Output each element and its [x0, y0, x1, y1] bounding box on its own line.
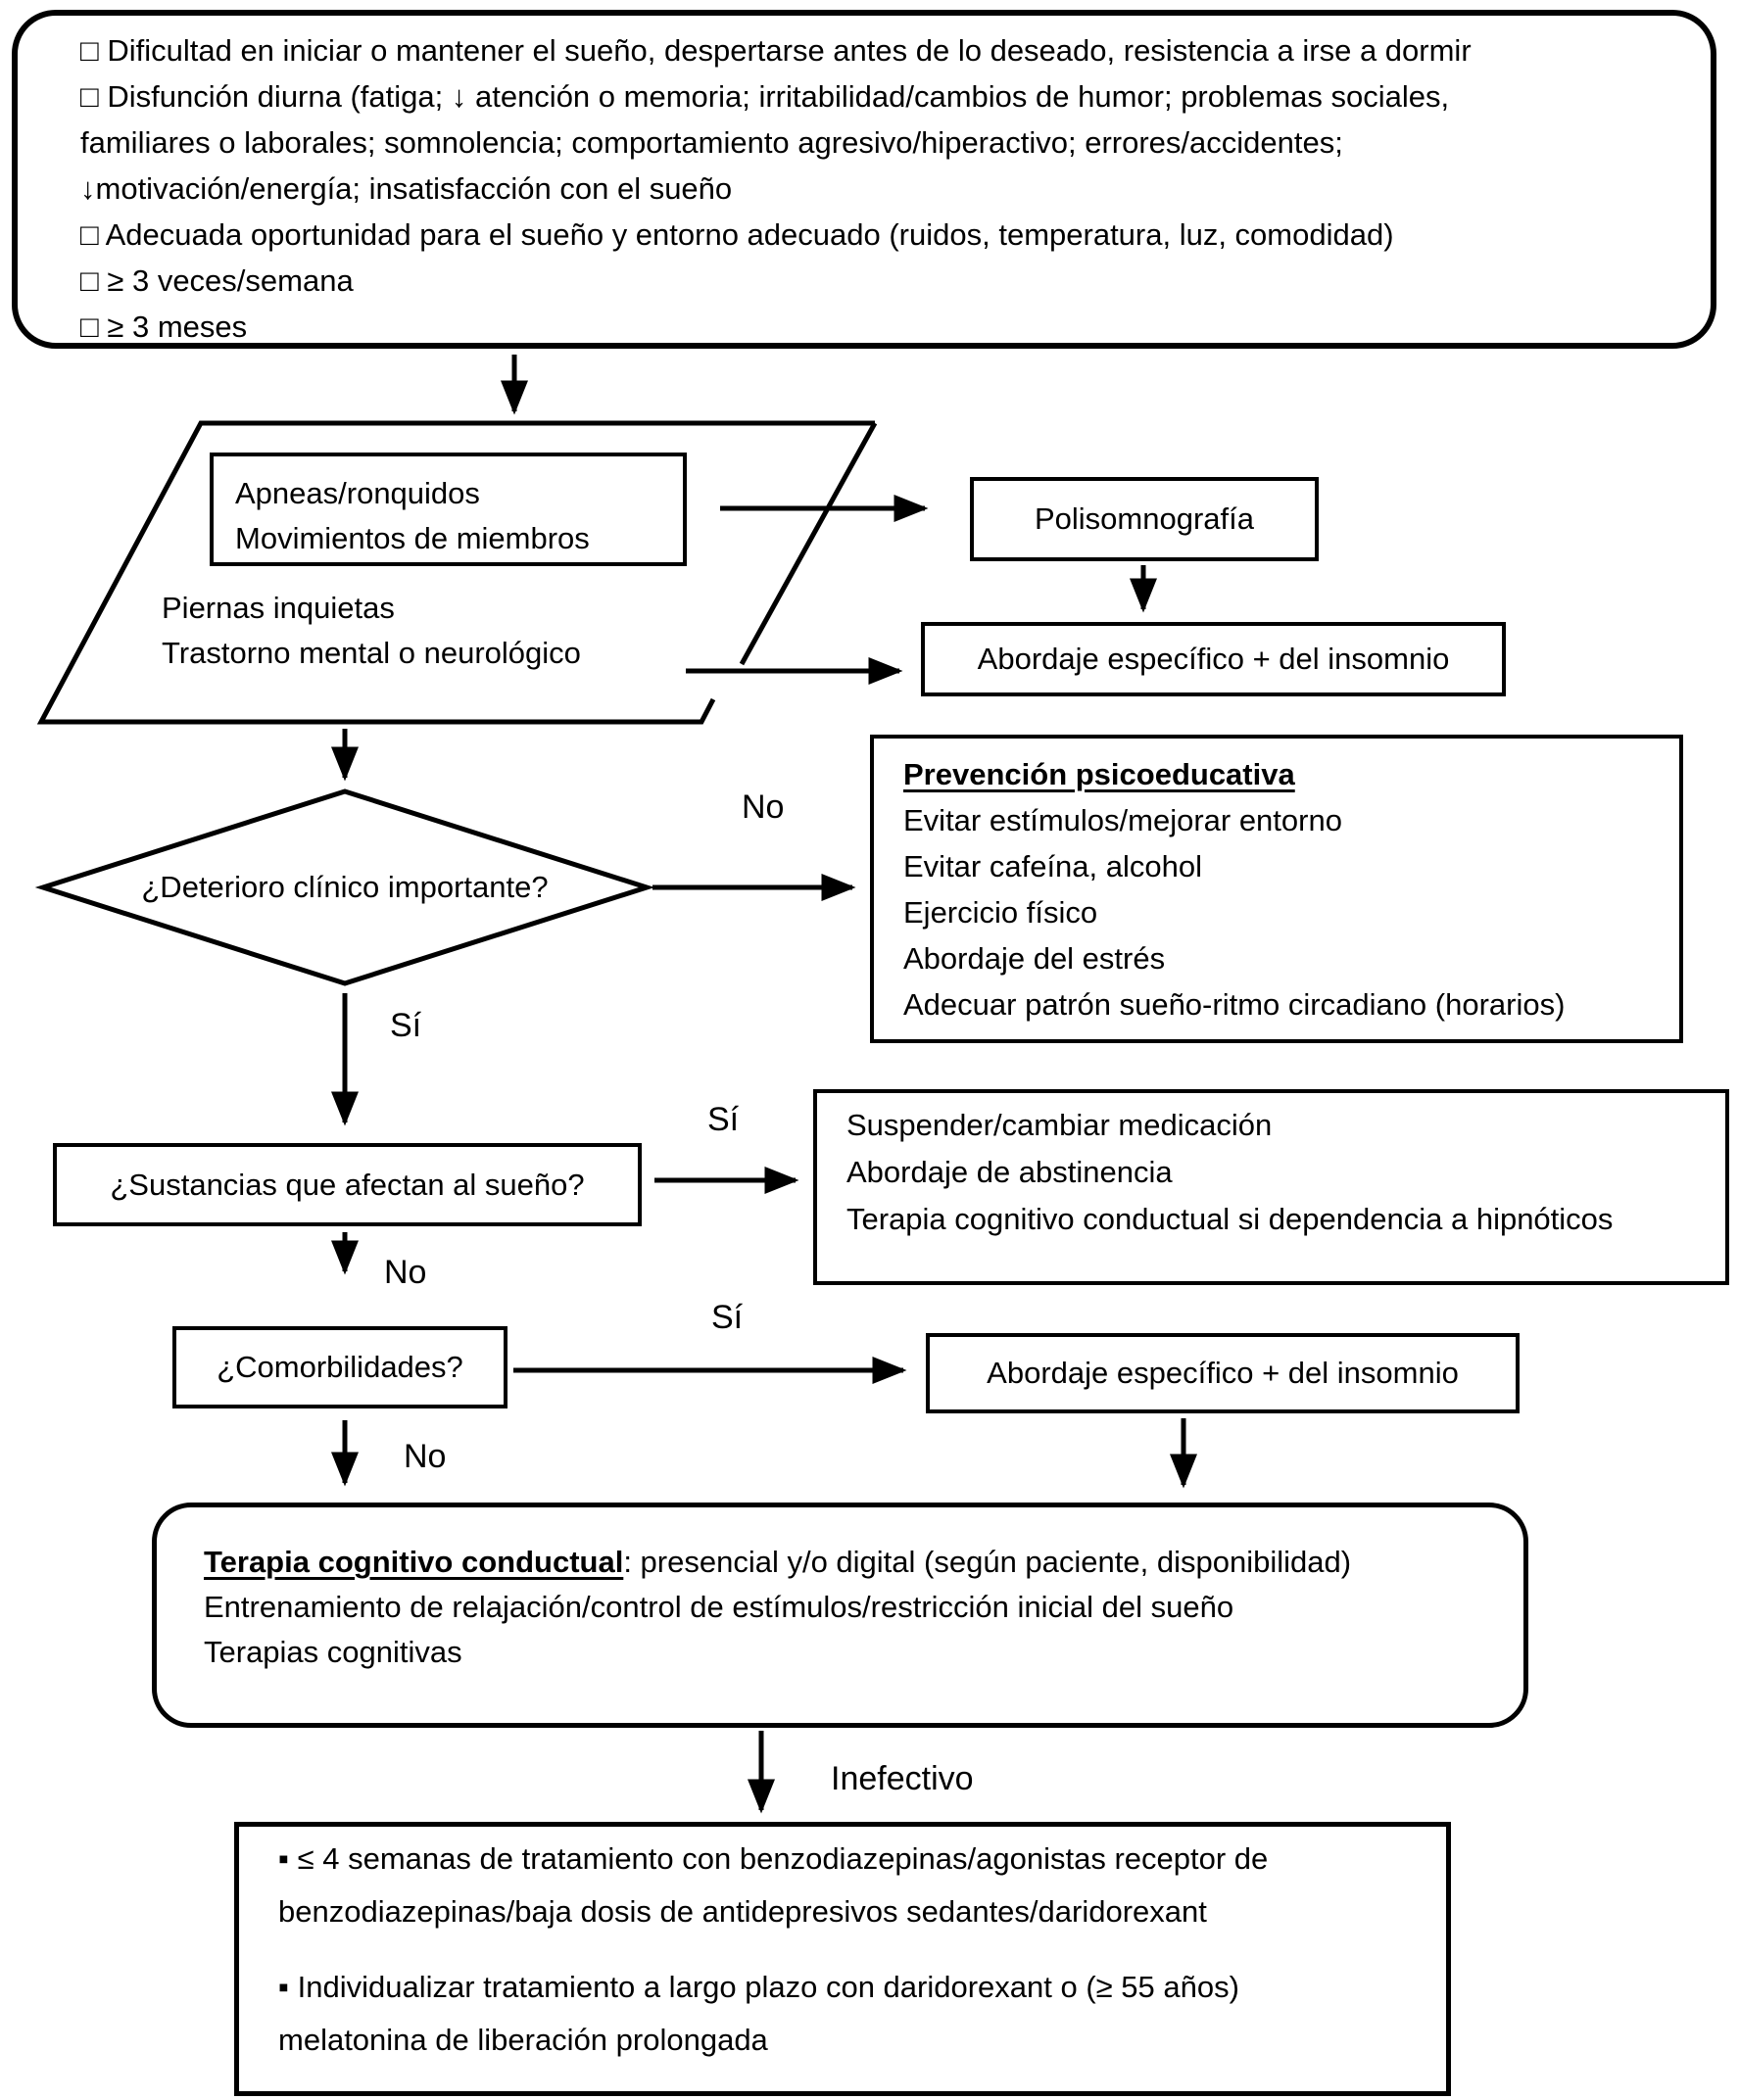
apneas-movements-box: Apneas/ronquidos Movimientos de miembros	[210, 453, 687, 566]
pharma-line: ▪ ≤ 4 semanas de tratamiento con benzodi…	[278, 1841, 1269, 1876]
screening-line: Piernas inquietas	[162, 591, 395, 625]
label-ineffective: Inefectivo	[831, 1760, 974, 1797]
prevention-item: Ejercicio físico	[903, 895, 1098, 930]
label-no-comorbidities: No	[404, 1438, 447, 1475]
criteria-line: □ Adecuada oportunidad para el sueño y e…	[80, 217, 1394, 252]
cbt-title-rest: : presencial y/o digital (según paciente…	[623, 1545, 1352, 1579]
criteria-line: □ ≥ 3 veces/semana	[80, 263, 354, 298]
cbt-line: Terapias cognitivas	[204, 1635, 462, 1669]
substances-box: ¿Sustancias que afectan al sueño?	[53, 1143, 642, 1226]
deterioration-diamond	[34, 788, 655, 986]
label-yes-comorbidities: Sí	[711, 1299, 744, 1336]
pharma-line: ▪ Individualizar tratamiento a largo pla…	[278, 1970, 1239, 2004]
deterioration-question: ¿Deterioro clínico importante?	[141, 870, 549, 904]
prevention-box: Prevención psicoeducativa Evitar estímul…	[870, 735, 1683, 1043]
criteria-line: □ Disfunción diurna (fatiga; ↓ atención …	[80, 79, 1450, 114]
apneas-line: Apneas/ronquidos	[235, 476, 480, 510]
criteria-box: □ Dificultad en iniciar o mantener el su…	[12, 10, 1716, 349]
screening-free-text: Piernas inquietas Trastorno mental o neu…	[162, 586, 581, 676]
comorbidities-box: ¿Comorbilidades?	[172, 1326, 507, 1408]
screening-line: Trastorno mental o neurológico	[162, 636, 581, 670]
prevention-item: Evitar cafeína, alcohol	[903, 849, 1203, 883]
cbt-line: Entrenamiento de relajación/control de e…	[204, 1590, 1234, 1624]
label-no-substances: No	[384, 1254, 427, 1291]
medication-line: Terapia cognitivo conductual si dependen…	[846, 1202, 1614, 1236]
label-no-deterioration: No	[742, 788, 785, 826]
specific-approach-box-2: Abordaje específico + del insomnio	[926, 1333, 1520, 1413]
apneas-line: Movimientos de miembros	[235, 521, 590, 555]
cbt-box: Terapia cognitivo conductual: presencial…	[152, 1503, 1528, 1728]
medication-box: Suspender/cambiar medicación Abordaje de…	[813, 1089, 1729, 1285]
screening-parallelogram	[36, 420, 875, 725]
pharma-line: benzodiazepinas/baja dosis de antidepres…	[278, 1894, 1207, 1929]
specific-approach-label: Abordaje específico + del insomnio	[987, 1356, 1459, 1390]
screening-parallelogram-right-edge	[739, 421, 878, 666]
criteria-line: □ ≥ 3 meses	[80, 310, 248, 344]
pharmacotherapy-box: ▪ ≤ 4 semanas de tratamiento con benzodi…	[234, 1822, 1451, 2096]
specific-approach-box-1: Abordaje específico + del insomnio	[921, 622, 1506, 696]
comorbidities-question: ¿Comorbilidades?	[217, 1350, 463, 1384]
prevention-title: Prevención psicoeducativa	[903, 757, 1295, 791]
prevention-item: Evitar estímulos/mejorar entorno	[903, 803, 1342, 837]
criteria-line: familiares o laborales; somnolencia; com…	[80, 125, 1343, 160]
label-yes-deterioration: Sí	[390, 1007, 422, 1044]
polysomnography-box: Polisomnografía	[970, 477, 1319, 561]
specific-approach-label: Abordaje específico + del insomnio	[977, 642, 1450, 676]
cbt-title: Terapia cognitivo conductual	[204, 1545, 624, 1579]
prevention-item: Adecuar patrón sueño-ritmo circadiano (h…	[903, 987, 1566, 1022]
criteria-line: □ Dificultad en iniciar o mantener el su…	[80, 33, 1472, 68]
cbt-title-line: Terapia cognitivo conductual: presencial…	[204, 1540, 1514, 1585]
pharma-line: melatonina de liberación prolongada	[278, 2023, 768, 2057]
label-yes-substances: Sí	[707, 1101, 740, 1138]
prevention-item: Abordaje del estrés	[903, 941, 1166, 976]
substances-question: ¿Sustancias que afectan al sueño?	[110, 1167, 585, 1202]
criteria-line: ↓motivación/energía; insatisfacción con …	[80, 171, 733, 206]
polysomnography-label: Polisomnografía	[1034, 501, 1254, 536]
medication-line: Abordaje de abstinencia	[846, 1155, 1173, 1189]
medication-line: Suspender/cambiar medicación	[846, 1108, 1273, 1142]
